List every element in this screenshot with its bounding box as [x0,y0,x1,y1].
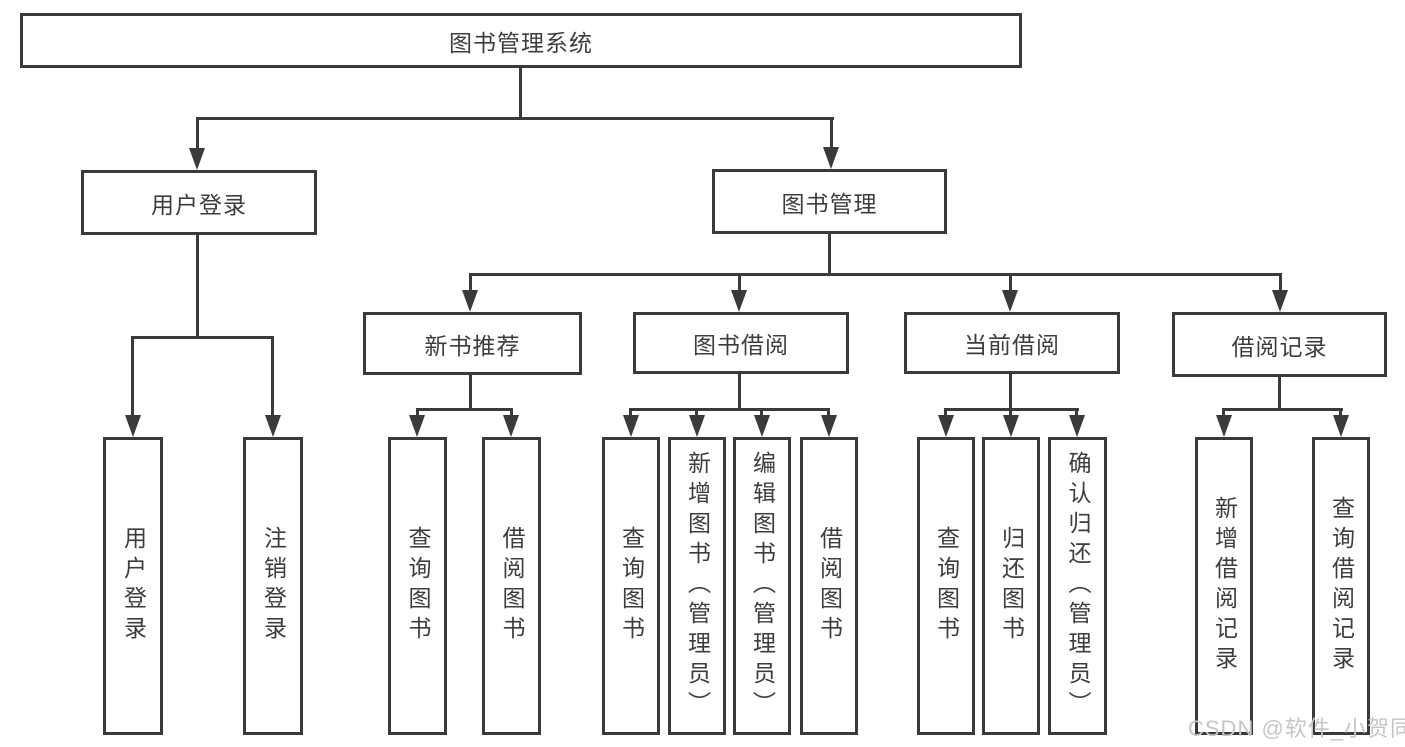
leaf-records-add: 新增借阅记录 [1195,437,1253,735]
connector-userlogin-drop-2 [271,336,274,415]
connector-records-drop-2 [1339,408,1342,415]
node-new-books-label: 新书推荐 [424,332,521,359]
leaf-user-login-label: 用户登录 [120,526,147,646]
arrowhead-to-records-add [1216,415,1232,437]
arrowhead-to-current-borrow [1002,290,1018,312]
connector-bookmgmt-drop-4 [1279,273,1282,290]
connector-current-drop-2 [1009,408,1012,415]
leaf-current-return: 归还图书 [982,437,1040,735]
connector-bookborrow-stem [738,374,741,408]
leaf-borrow-add-label: 新增图书（管理员） [684,451,711,721]
connector-records-drop-1 [1222,408,1225,415]
node-borrow-records-label: 借阅记录 [1231,333,1328,360]
connector-newbooks-drop-2 [510,408,513,415]
leaf-borrow-query: 查询图书 [602,437,660,735]
leaf-current-return-label: 归还图书 [998,526,1025,646]
leaf-records-add-label: 新增借阅记录 [1211,496,1238,676]
connector-current-drop-1 [944,408,947,415]
arrowhead-to-current-confirm [1069,415,1085,437]
arrowhead-to-borrow-records [1272,290,1288,312]
connector-current-stem [1009,374,1012,408]
connector-root-bar [197,117,834,120]
connector-newbooks-drop-1 [416,408,419,415]
connector-bookmgmt-drop-3 [1009,273,1012,290]
node-user-login: 用户登录 [81,170,317,235]
leaf-borrow-edit-label: 编辑图书（管理员） [749,451,776,721]
connector-root-drop-left [196,117,199,148]
watermark: CSDN @软件_小贺同学 [1188,716,1405,741]
leaf-current-query: 查询图书 [917,437,975,735]
arrowhead-to-user-login [189,148,205,170]
leaf-newbooks-borrow-label: 借阅图书 [499,526,525,646]
leaf-records-query-label: 查询借阅记录 [1328,496,1355,676]
connector-newbooks-stem [469,375,472,408]
leaf-borrow-query-label: 查询图书 [618,526,645,646]
arrowhead-to-leaf-logout [265,415,281,437]
node-book-management: 图书管理 [712,169,947,234]
arrowhead-to-book-borrow [731,290,747,312]
arrowhead-to-borrow-edit [754,415,770,437]
connector-bookborrow-drop-1 [629,408,632,415]
leaf-borrow-add: 新增图书（管理员） [668,437,726,735]
connector-bookmgmt-drop-2 [738,273,741,290]
leaf-user-login: 用户登录 [103,437,163,735]
arrowhead-to-newbooks-query [409,415,425,437]
leaf-newbooks-borrow: 借阅图书 [482,437,541,735]
node-borrow-records: 借阅记录 [1172,312,1387,377]
connector-userlogin-bar [132,336,274,339]
node-current-borrow: 当前借阅 [904,312,1120,374]
arrowhead-to-borrow-add [689,415,705,437]
arrowhead-to-borrow-query [623,415,639,437]
node-root-label: 图书管理系统 [449,29,593,56]
node-book-management-label: 图书管理 [781,190,878,217]
arrowhead-to-current-return [1003,415,1019,437]
connector-bookborrow-bar [630,408,830,411]
connector-bookborrow-drop-2 [695,408,698,415]
connector-records-bar [1222,408,1343,411]
connector-bookborrow-drop-4 [827,408,830,415]
arrowhead-to-leaf-user-login [125,415,141,437]
leaf-borrow-borrow-label: 借阅图书 [816,526,843,646]
connector-userlogin-stem [196,235,199,336]
node-new-books: 新书推荐 [363,312,582,375]
arrowhead-to-new-books [462,290,478,312]
node-book-borrow-label: 图书借阅 [693,332,789,358]
arrowhead-to-borrow-borrow [821,415,837,437]
leaf-logout: 注销登录 [243,437,303,735]
arrowhead-to-records-query [1333,415,1349,437]
leaf-current-confirm-return-label: 确认归还（管理员） [1065,451,1091,721]
node-book-borrow: 图书借阅 [633,312,849,374]
connector-bookmgmt-bar [470,273,1281,276]
leaf-borrow-edit: 编辑图书（管理员） [733,437,791,735]
node-root: 图书管理系统 [20,13,1022,68]
connector-root-drop-right [830,117,833,147]
connector-records-stem [1278,377,1281,408]
leaf-current-query-label: 查询图书 [933,526,960,646]
leaf-current-confirm-return: 确认归还（管理员） [1048,437,1107,735]
connector-newbooks-bar [416,408,513,411]
arrowhead-to-current-query [938,415,954,437]
node-current-borrow-label: 当前借阅 [964,332,1060,358]
connector-root-stem [519,68,522,117]
connector-bookmgmt-stem [828,234,831,273]
arrowhead-to-newbooks-borrow [503,415,519,437]
leaf-logout-label: 注销登录 [260,526,287,646]
arrowhead-to-book-management [823,147,839,169]
connector-bookborrow-drop-3 [760,408,763,415]
node-user-login-label: 用户登录 [151,191,247,218]
leaf-newbooks-query: 查询图书 [388,437,447,735]
connector-bookmgmt-drop-1 [469,273,472,290]
connector-userlogin-drop-1 [131,336,134,415]
leaf-newbooks-query-label: 查询图书 [405,526,431,646]
connector-current-drop-3 [1075,408,1078,415]
leaf-records-query: 查询借阅记录 [1312,437,1370,735]
leaf-borrow-borrow: 借阅图书 [800,437,858,735]
